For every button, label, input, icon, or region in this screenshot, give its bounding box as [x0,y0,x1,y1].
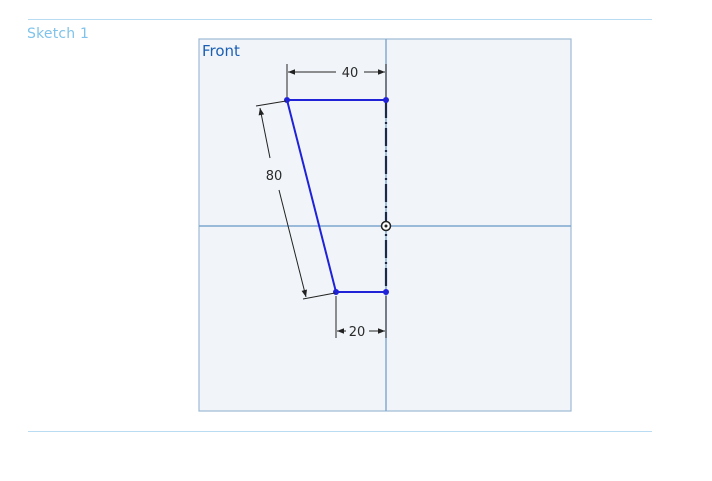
bottom-divider [28,431,652,432]
sketch-title[interactable]: Sketch 1 [27,26,90,42]
dimension-top-width[interactable]: 40 [286,64,387,97]
vertex-point[interactable] [383,289,389,295]
vertex-point[interactable] [284,97,290,103]
dimension-top-width-value[interactable]: 40 [342,66,359,81]
dimension-bottom-width[interactable]: 20 [335,296,387,340]
dimension-bottom-width-value[interactable]: 20 [349,325,366,340]
origin-icon[interactable] [380,220,392,232]
top-divider [28,19,652,20]
slanted-edge-line[interactable] [286,99,337,293]
vertex-point[interactable] [383,97,389,103]
dimension-slant-length-value[interactable]: 80 [266,169,283,184]
front-plane-label[interactable]: Front [202,42,240,60]
dimension-slant-length[interactable]: 80 [255,100,336,300]
vertex-point[interactable] [333,289,339,295]
